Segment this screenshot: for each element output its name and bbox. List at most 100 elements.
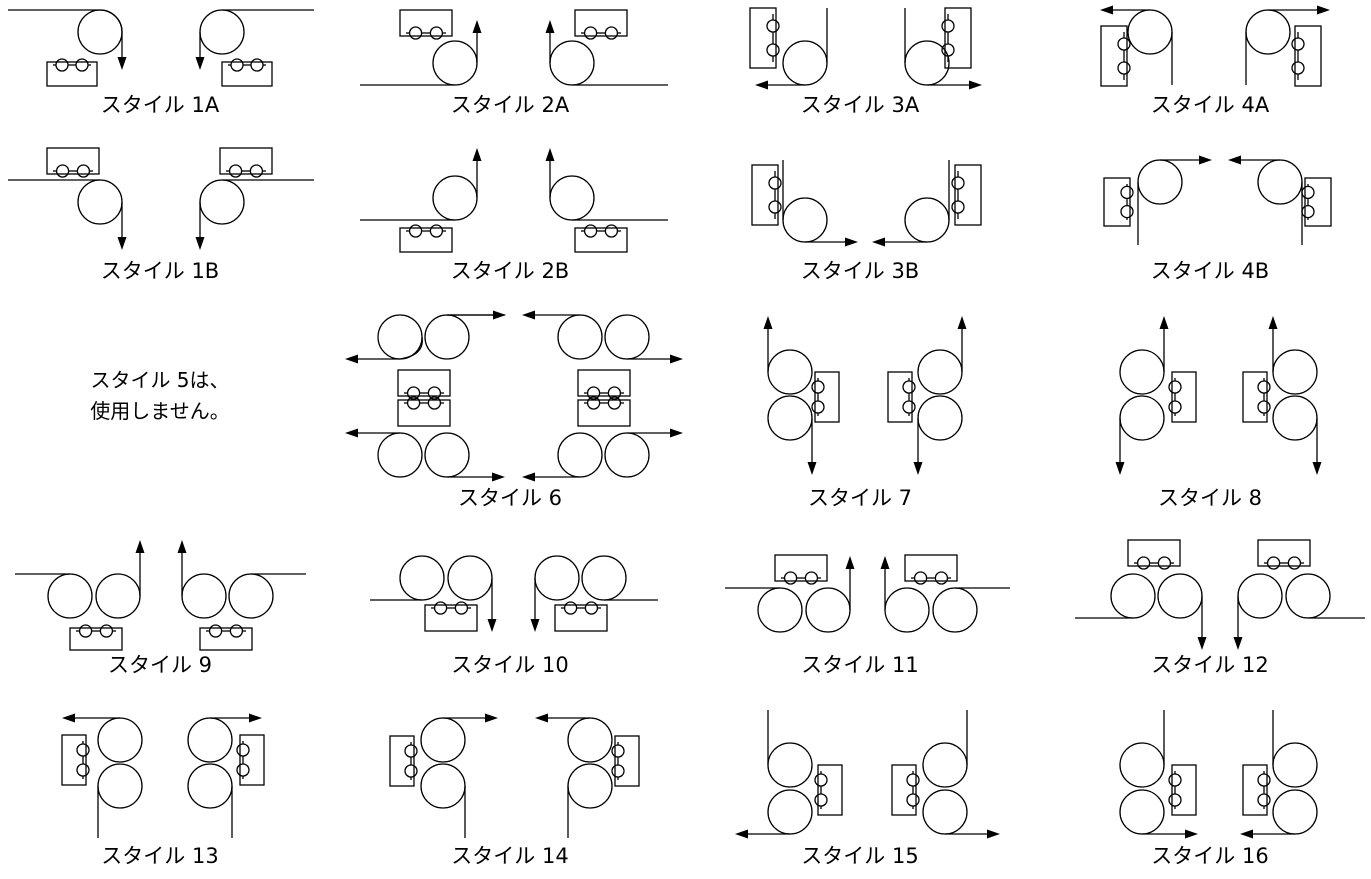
arrow-head [807,462,817,475]
roller-circle [586,386,601,400]
sensor-box [424,604,478,632]
roller-circle [586,396,601,410]
sensor-box [891,764,917,816]
arrow-head [670,354,683,364]
roller-circle [604,26,619,40]
sensor-box [219,147,273,175]
arrow-head [522,472,535,482]
roller-circle [913,571,928,585]
roller-circle [1266,556,1281,570]
roller-circle [229,624,244,638]
sensor-box [239,734,265,786]
roller-circle [1137,159,1183,205]
roller-circle [230,58,244,72]
arrow-head [913,462,923,475]
roller-circle [249,164,264,178]
roller-circle [557,432,603,478]
sensor-box [751,164,779,226]
web-path [99,9,123,33]
caption-style-8: スタイル 8 [1158,486,1262,510]
roller-circle [78,624,93,638]
roller-circle [1291,61,1305,75]
roller-circle [236,763,250,777]
sensor-box [221,61,273,87]
roller-circle [814,793,828,807]
roller-circle [97,717,143,763]
sensor-box [199,627,253,651]
sensor-box [1242,371,1268,423]
roller-circle [766,19,780,33]
roller-circle [804,571,819,585]
roller-circle [584,601,599,615]
roller-circle [951,200,965,214]
roller-circle [1301,185,1315,200]
sensor-box [1304,177,1332,227]
sensor-box [1242,764,1268,816]
roller-circle [47,573,93,619]
roller-circle [904,197,950,243]
roller-circle [76,743,90,757]
roller-circle [941,43,955,57]
roller-circle [906,773,920,787]
roller-circle [76,164,91,178]
roller-circle [95,573,141,619]
roller-circle [604,432,650,478]
caption-style-14: スタイル 14 [451,844,568,868]
arrow-head [545,20,555,33]
caption-style-6: スタイル 6 [458,486,562,510]
roller-circle [1157,556,1172,570]
sensor-box [69,627,123,651]
caption-style-4a: スタイル 4A [1151,93,1270,117]
roller-circle [99,624,114,638]
roller-circle [1245,9,1291,55]
arrow-head [117,57,127,70]
roller-circle [408,26,423,40]
roller-circle [1291,37,1305,51]
roller-circle [1272,742,1318,788]
arrow-head [735,829,748,839]
caption-style-13: スタイル 13 [101,844,218,868]
roller-circle [917,349,963,395]
roller-circle [902,380,916,394]
roller-circle [557,314,603,360]
roller-circle [1257,773,1271,787]
roller-circle [604,314,650,360]
sensor-box [749,7,777,69]
roller-circle [1285,573,1331,619]
sensor-box [1103,177,1131,227]
roller-circle [432,175,478,221]
arrow-head [845,237,858,247]
roller-circle [783,571,798,585]
sensor-box [1171,764,1197,816]
roller-circle [814,773,828,787]
arrow-head [345,354,358,364]
sensor-box [954,164,982,226]
sensor-box [817,764,843,816]
arrow-head [62,713,75,723]
sensor-box [944,7,972,69]
caption-style-16: スタイル 16 [1151,844,1268,868]
roller-circle [567,763,613,809]
arrow-head [1115,462,1125,475]
roller-circle [1120,204,1134,219]
arrow-head [1199,155,1212,165]
arrow-head [545,148,555,161]
roller-circle [236,743,250,757]
roller-circle [424,432,470,478]
roller-circle [377,314,423,360]
roller-circle [420,717,466,763]
roller-circle [768,200,782,214]
roller-circle [208,624,223,638]
roller-circle [1136,556,1151,570]
roller-circle [1117,37,1131,51]
roller-circle [757,587,803,633]
roller-circle [420,763,466,809]
roller-circle [404,744,418,758]
sensor-box [814,371,840,423]
roller-circle [377,432,423,478]
arrow-head [472,148,482,161]
roller-circle [922,742,968,788]
caption-style-10: スタイル 10 [451,653,568,677]
arrow-head [535,713,548,723]
